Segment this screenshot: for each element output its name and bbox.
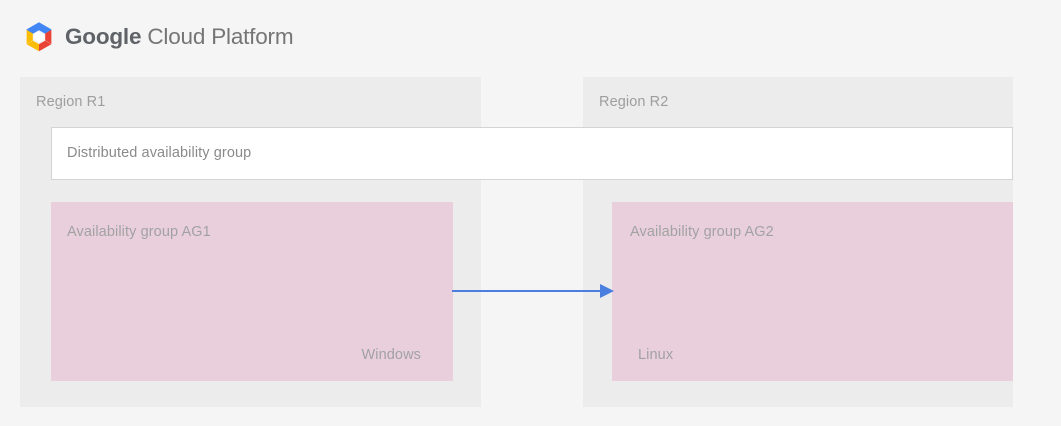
brand-name-cloud-platform: Cloud Platform <box>147 23 294 49</box>
availability-group-title-ag1: Availability group AG1 <box>67 224 211 240</box>
region-label-r1: Region R1 <box>36 94 106 110</box>
availability-group-box-ag1: Availability group AG1 Windows <box>51 202 453 381</box>
distributed-availability-group-label: Distributed availability group <box>67 145 252 161</box>
availability-group-box-ag2: Availability group AG2 Linux <box>612 202 1013 381</box>
availability-group-os-ag1: Windows <box>361 347 421 363</box>
region-label-r2: Region R2 <box>599 94 669 110</box>
brand-name-google: Google <box>65 23 142 49</box>
availability-group-title-ag2: Availability group AG2 <box>630 224 774 240</box>
brand-title: Google Cloud Platform <box>65 23 294 49</box>
google-cloud-platform-logo-icon <box>24 21 54 53</box>
replication-right-arrow-icon <box>450 279 618 303</box>
distributed-availability-group-box: Distributed availability group <box>51 127 1013 180</box>
brand-header: Google Cloud Platform <box>24 20 294 54</box>
availability-group-os-ag2: Linux <box>638 347 674 363</box>
